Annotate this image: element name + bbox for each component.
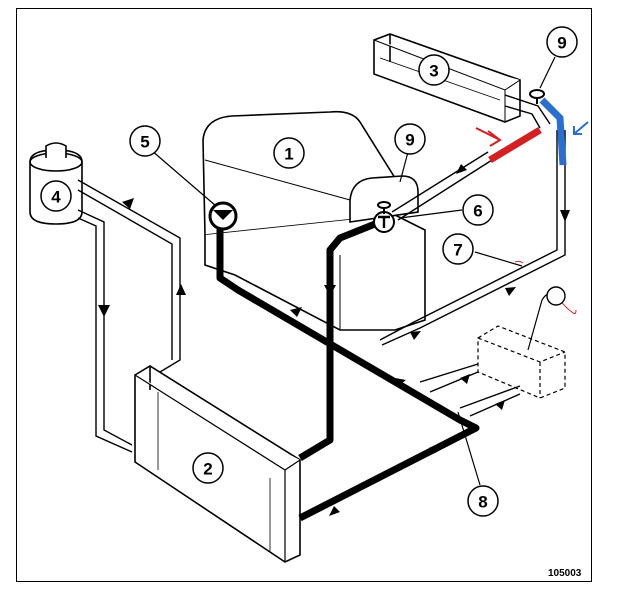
callout-1: 1 bbox=[273, 137, 305, 169]
callout-9-heater-label: 9 bbox=[557, 34, 566, 53]
flow-arrows bbox=[98, 164, 570, 516]
diagram-frame bbox=[16, 8, 592, 582]
callout-5-label: 5 bbox=[140, 133, 149, 152]
hoses bbox=[77, 94, 566, 453]
callout-8-label: 8 bbox=[478, 493, 487, 512]
red-pointer-arrow bbox=[475, 127, 502, 147]
red-highlight-hose bbox=[488, 126, 542, 164]
blue-pointer-arrow bbox=[573, 121, 589, 135]
main-hoses bbox=[216, 218, 480, 522]
bleed-screw-engine bbox=[377, 201, 391, 214]
callout-6: 6 bbox=[462, 194, 494, 226]
callout-4-label: 4 bbox=[51, 188, 61, 207]
callout-5: 5 bbox=[129, 125, 161, 157]
bleed-screw-heater bbox=[529, 89, 545, 104]
blue-highlight-hose bbox=[539, 97, 567, 166]
thermostat-housing bbox=[373, 211, 395, 233]
callout-4: 4 bbox=[40, 180, 72, 212]
callout-7: 7 bbox=[442, 233, 474, 265]
callout-9-engine: 9 bbox=[394, 123, 426, 155]
callout-8: 8 bbox=[467, 485, 499, 517]
callout-6-label: 6 bbox=[473, 202, 482, 221]
callout-9-engine-label: 9 bbox=[405, 131, 414, 150]
electrovalve-box bbox=[477, 325, 566, 399]
figure-reference-code: 105003 bbox=[548, 568, 582, 579]
callout-2: 2 bbox=[192, 452, 224, 484]
callout-2-label: 2 bbox=[203, 460, 212, 479]
callout-3-label: 3 bbox=[429, 62, 438, 81]
callout-1-label: 1 bbox=[284, 145, 293, 164]
callout-3: 3 bbox=[418, 54, 450, 86]
callout-9-heater: 9 bbox=[546, 26, 578, 58]
engine-block bbox=[202, 110, 426, 331]
red-scribble-mark bbox=[514, 260, 577, 315]
callout-7-label: 7 bbox=[453, 241, 462, 260]
pointer-ring bbox=[546, 286, 566, 306]
water-pump bbox=[208, 201, 238, 231]
